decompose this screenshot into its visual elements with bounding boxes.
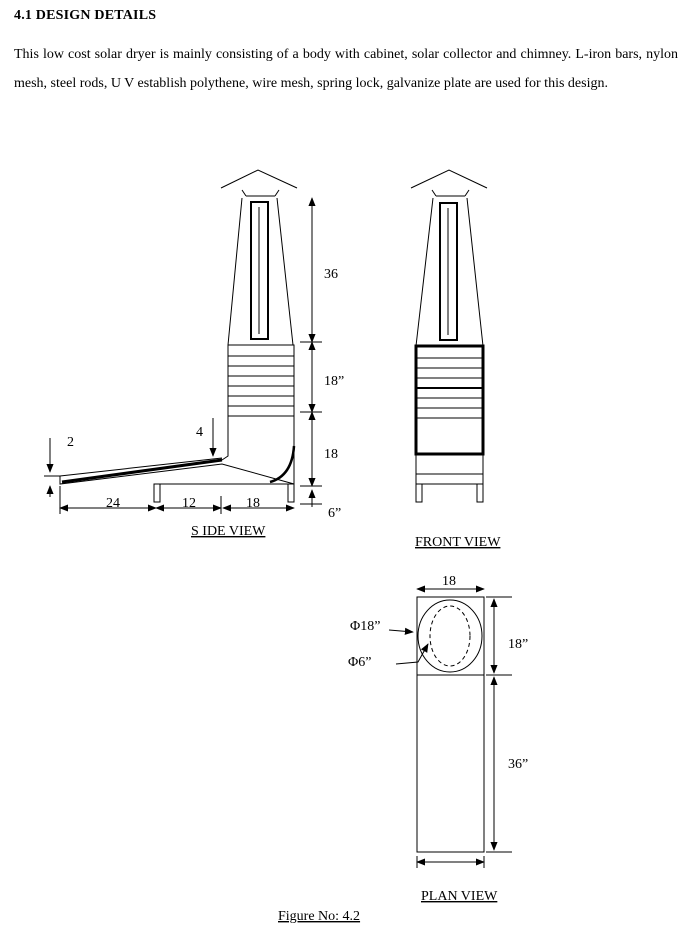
side-dim-cabinet: 18” [324,374,344,389]
side-dim-chimney: 36 [324,267,338,282]
side-view: 36 18” 18 6” 2 4 24 12 18 S IDE VIEW [44,169,344,539]
side-collector [59,457,295,485]
plan-dim-width: 18 [442,574,456,589]
plan-inner-circle [429,605,471,667]
front-leg-left [415,483,423,503]
side-dim-rise: 2 [67,435,74,450]
front-base [415,454,484,485]
section-paragraph: This low cost solar dryer is mainly cons… [14,47,678,91]
plan-view: 18 Φ18” Φ6” 18” 36” PLAN VIEW [348,574,528,904]
side-dim-leg: 6” [328,506,341,521]
front-view: FRONT VIEW [410,169,501,550]
side-cabinet-trays [228,355,294,407]
side-chimney-cap [220,169,298,189]
side-dim-collector: 24 [106,496,120,511]
side-curved-plate [269,445,296,484]
section-heading: 4.1 DESIGN DETAILS [14,8,157,23]
plan-outline [416,596,485,853]
side-cabinet [227,344,295,417]
plan-dim-inner-diameter: Φ6” [348,655,371,670]
side-leg-back [287,483,295,503]
side-dimension-lines [44,197,322,514]
side-chimney-body [227,197,294,346]
side-dim-base: 18 [324,447,338,462]
front-chimney-body [415,197,484,347]
plan-outer-circle [417,599,483,673]
front-cabinet [414,344,485,456]
plan-dim-outer-diameter: Φ18” [350,619,380,634]
side-dim-gap: 12 [182,496,196,511]
side-chimney-window [250,201,269,340]
side-dim-drop: 4 [196,425,203,440]
plan-dimension-lines [388,585,512,868]
side-leg-front [153,483,161,503]
plan-dim-bottom: 36” [508,757,528,772]
front-chimney-cap [410,169,488,189]
front-cabinet-trays [416,357,483,419]
front-chimney-window [439,202,458,341]
plan-view-label: PLAN VIEW [421,889,498,904]
front-view-label: FRONT VIEW [415,535,501,550]
figure-caption: Figure No: 4.2 [278,909,360,924]
side-dim-depth: 18 [246,496,260,511]
front-leg-right [476,483,484,503]
plan-dim-top: 18” [508,637,528,652]
side-view-label: S IDE VIEW [191,524,266,539]
